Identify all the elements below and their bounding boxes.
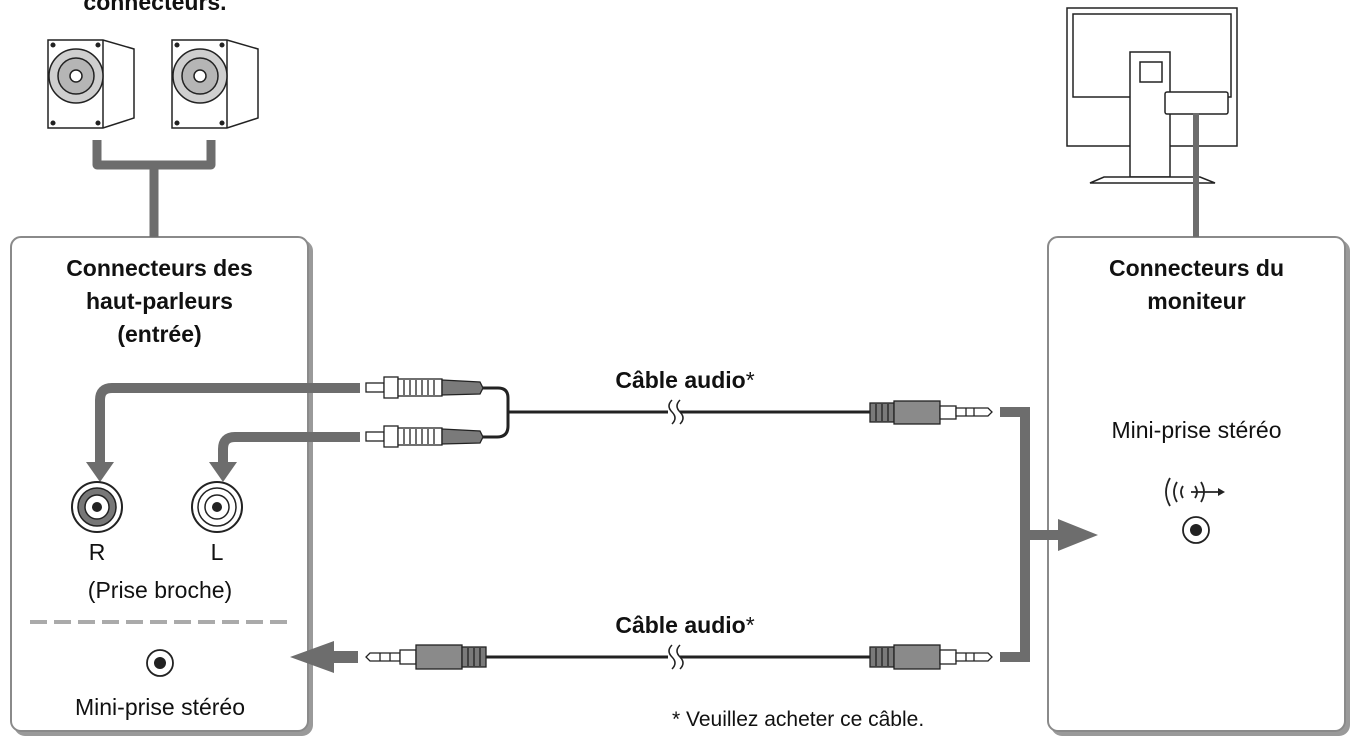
speaker-panel-title-line: haut-parleurs xyxy=(86,288,233,314)
top-cable xyxy=(483,386,870,439)
speaker-icon xyxy=(171,39,259,129)
r-jack-icon xyxy=(71,481,123,533)
l-jack-label: L xyxy=(210,539,224,565)
arrow-to-r-jack xyxy=(95,383,360,465)
cable-break-mark xyxy=(668,644,684,670)
monitor-bracket xyxy=(1000,407,1062,662)
speakers-top-label: connecteurs. xyxy=(83,0,227,15)
mini-plug-bottom-right xyxy=(869,644,993,670)
mini-plug-bottom-left xyxy=(365,644,487,670)
asterisk: * xyxy=(745,612,755,638)
speaker-link xyxy=(92,140,216,237)
arrow-head xyxy=(86,462,114,482)
l-jack-icon xyxy=(191,481,243,533)
mini-plug-top xyxy=(869,400,993,425)
monitor-panel-title-line: moniteur xyxy=(1147,288,1246,314)
cable-break-mark xyxy=(668,399,684,425)
speaker-panel xyxy=(10,236,309,732)
monitor-mini-jack-label: Mini-prise stéréo xyxy=(1111,417,1282,443)
speaker-panel-title: Connecteurs des haut-parleurs (entrée) xyxy=(11,252,308,351)
speaker-panel-title-line: Connecteurs des xyxy=(66,255,253,281)
bottom-cable-label: Câble audio* xyxy=(560,609,810,642)
asterisk: * xyxy=(745,367,755,393)
arrow-to-l-jack xyxy=(218,432,360,465)
speaker-mini-jack-label: Mini-prise stéréo xyxy=(75,694,245,720)
monitor-panel-title-line: Connecteurs du xyxy=(1108,255,1285,281)
arrow-head xyxy=(209,462,237,482)
top-cable-label-text: Câble audio xyxy=(615,367,746,393)
speaker-icon xyxy=(47,39,135,129)
arrow-head xyxy=(1058,519,1098,551)
footnote: * Veuillez acheter ce câble. xyxy=(672,708,925,731)
rca-plug-bottom xyxy=(365,425,484,448)
monitor-panel-title: Connecteurs du moniteur xyxy=(1048,252,1345,318)
rca-plug-top xyxy=(365,376,484,399)
r-jack-label: R xyxy=(88,539,106,565)
pin-jack-label: (Prise broche) xyxy=(87,577,233,603)
arrow-to-speaker-mini xyxy=(332,651,358,663)
monitor-mini-jack-icon xyxy=(1182,516,1210,544)
speaker-panel-title-line: (entrée) xyxy=(117,321,202,347)
speaker-mini-jack-icon xyxy=(146,649,174,677)
bottom-cable-label-text: Câble audio xyxy=(615,612,746,638)
monitor-icon xyxy=(1066,7,1238,184)
arrow-head xyxy=(290,641,334,673)
audio-out-icon xyxy=(1165,477,1225,507)
top-cable-label: Câble audio* xyxy=(560,364,810,397)
